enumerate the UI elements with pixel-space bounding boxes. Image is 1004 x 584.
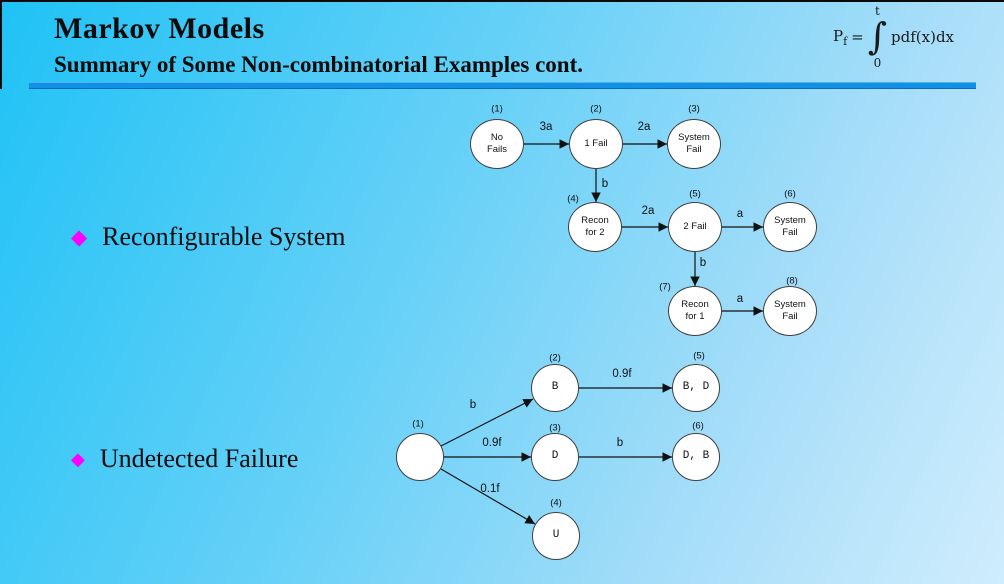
transition-label: b: [601, 178, 609, 190]
reconfigurable-system-diagram: (1) (2) (3) (4) (5) (6) (7) (8) No Fails…: [455, 95, 835, 350]
state-number: (6): [692, 420, 704, 432]
undetected-failure-diagram: (1) (2) (3) (4) (5) (6) B D U B, D D, B …: [393, 348, 733, 568]
slide-top-edge: [0, 0, 1004, 2]
state-number: (6): [784, 188, 796, 200]
state-circle-system-fail-3: System Fail: [763, 286, 817, 336]
state-number: (1): [491, 103, 503, 115]
state-circle-b: B: [531, 364, 579, 412]
state-circle-system-fail-1: System Fail: [667, 119, 721, 169]
transition-label: b: [616, 437, 624, 449]
diagram2-arrows: [440, 383, 672, 525]
failure-probability-formula: Pf = t ∫ 0 pdf(x)dx: [833, 5, 954, 69]
state-circle-d: D: [531, 433, 579, 481]
formula-lhs: Pf: [833, 26, 848, 48]
state-number: (3): [549, 422, 561, 434]
transition-label: a: [736, 208, 744, 220]
state-circle-d-b: D, B: [672, 433, 720, 481]
formula-equals: =: [851, 28, 864, 46]
diagram1-arrows: [524, 139, 763, 316]
state-circle-system-fail-2: System Fail: [763, 202, 817, 252]
transition-label: 0.9f: [482, 437, 502, 449]
slide-left-edge: [0, 0, 2, 89]
page-title: Markov Models: [54, 12, 265, 45]
transition-label: 2a: [641, 205, 655, 217]
diamond-bullet-icon: ◆: [71, 225, 88, 249]
transition-label: 2a: [637, 121, 651, 133]
integral-icon: ∫: [867, 15, 888, 58]
transition-label: 3a: [539, 121, 553, 133]
state-number: (3): [688, 103, 700, 115]
diamond-bullet-icon: ◆: [71, 449, 85, 469]
transition-label: a: [736, 293, 744, 305]
state-circle-1-fail: 1 Fail: [569, 119, 623, 169]
transition-label: 0.1f: [480, 483, 500, 495]
page-subtitle: Summary of Some Non-combinatorial Exampl…: [54, 52, 583, 77]
state-circle-2-fail: 2 Fail: [668, 202, 722, 252]
state-number: (2): [549, 352, 561, 364]
bullet-label: Reconfigurable System: [102, 222, 346, 251]
state-circle-no-fails: No Fails: [470, 119, 524, 169]
state-number: (2): [590, 103, 602, 115]
transition-label: b: [469, 399, 477, 411]
state-circle-u: U: [532, 512, 580, 560]
state-number: (4): [550, 497, 562, 509]
bullet-label: Undetected Failure: [99, 444, 299, 473]
formula-integrand: pdf(x)dx: [891, 28, 955, 46]
transition-label: b: [699, 257, 707, 269]
state-circle-recon-for-2: Recon for 2: [568, 202, 622, 252]
integral-lower-limit: 0: [873, 56, 882, 70]
state-number: (8): [786, 275, 798, 287]
bullet-reconfigurable-system: ◆ Reconfigurable System: [71, 222, 346, 252]
integral-upper-limit: t: [874, 4, 880, 18]
state-number: (4): [567, 193, 579, 205]
state-circle-recon-for-1: Recon for 1: [668, 286, 722, 336]
title-underline-bar: [29, 82, 976, 89]
state-number: (5): [689, 188, 701, 200]
bullet-undetected-failure: ◆ Undetected Failure: [71, 444, 298, 474]
state-number: (5): [693, 350, 705, 362]
integral-with-limits: t ∫ 0: [868, 5, 887, 69]
state-number: (1): [412, 418, 424, 430]
state-number: (7): [659, 281, 671, 293]
state-circle-start: [396, 433, 444, 481]
transition-label: 0.9f: [612, 368, 632, 380]
state-circle-b-d: B, D: [672, 364, 720, 412]
